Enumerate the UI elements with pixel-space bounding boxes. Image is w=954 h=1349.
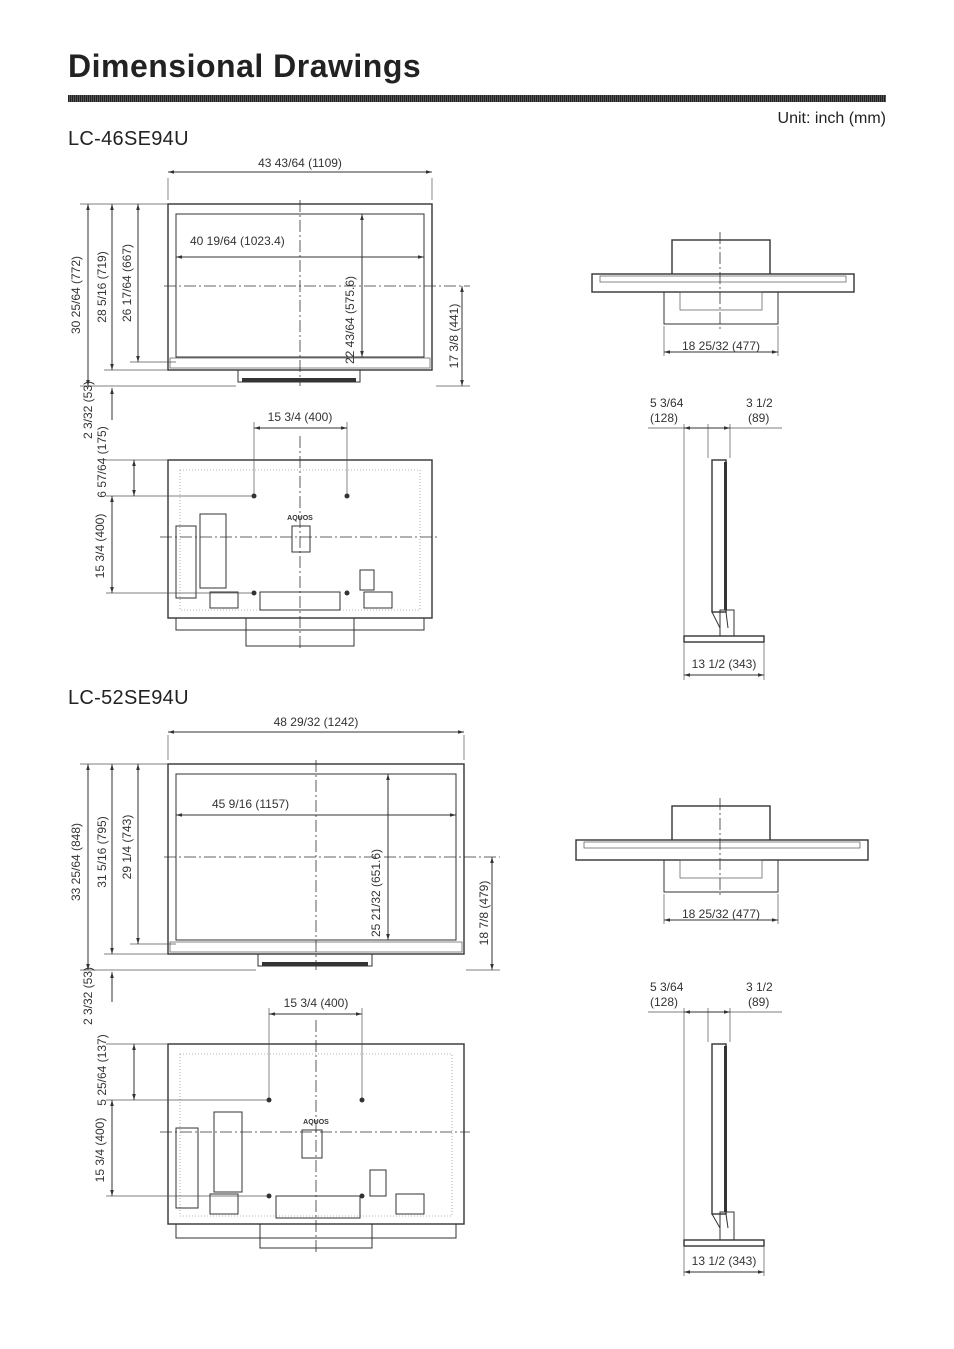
dim-vesa-top: 5 25/64 (137) [95,1034,109,1105]
dim-depth-front-b: (128) [650,995,678,1009]
front-view-52: 48 29/32 (1242) 45 9/16 (1157) 33 25/64 … [69,715,500,1025]
model-46-drawings: 43 43/64 (1109) 40 19/64 (1023.4) 30 25/… [69,156,855,680]
rear-view-46: AQUOS 15 3/4 (400) 6 57/64 (175) 15 3/4 … [93,410,440,650]
top-view-46: 18 25/32 (477) [591,232,855,356]
dim-overall-width: 43 43/64 (1109) [258,156,342,170]
dim-depth-panel-b: (89) [748,995,769,1009]
unit-label: Unit: inch (mm) [777,110,886,127]
page-title: Dimensional Drawings [68,48,422,84]
dim-top-base-width: 18 25/32 (477) [682,339,760,353]
dim-center-height: 17 3/8 (441) [447,304,461,369]
dim-screen-height: 22 43/64 (575.6) [343,276,357,364]
dim-stand-gap: 2 3/32 (53) [81,381,95,439]
dim-depth-panel-b: (89) [748,411,769,425]
dim-depth-front-b: (128) [650,411,678,425]
dim-stand-depth: 13 1/2 (343) [692,657,757,671]
model-name-52: LC-52SE94U [68,687,189,709]
dim-overall-height: 30 25/64 (772) [69,256,83,334]
dim-stand-depth: 13 1/2 (343) [692,1254,757,1268]
side-view-46: 5 3/64 (128) 3 1/2 (89) 13 1/2 (343) [648,396,782,680]
dim-top-base-width: 18 25/32 (477) [682,907,760,921]
dim-height-no-stand: 28 5/16 (719) [95,251,109,322]
dim-overall-height: 33 25/64 (848) [69,823,83,901]
dim-vesa-height: 15 3/4 (400) [93,514,107,579]
title-rule [68,95,886,102]
dim-stand-gap: 2 3/32 (53) [81,967,95,1025]
dim-depth-front-a: 5 3/64 [650,396,684,410]
dim-cabinet-height: 29 1/4 (743) [120,815,134,880]
dim-vesa-width: 15 3/4 (400) [268,410,333,424]
dim-vesa-top: 6 57/64 (175) [95,426,109,497]
front-view-46: 43 43/64 (1109) 40 19/64 (1023.4) 30 25/… [69,156,470,439]
dim-screen-width: 45 9/16 (1157) [212,797,289,811]
dim-overall-width: 48 29/32 (1242) [274,715,359,729]
dim-vesa-width: 15 3/4 (400) [284,996,349,1010]
dim-cabinet-height: 26 17/64 (667) [120,244,134,322]
dim-screen-width: 40 19/64 (1023.4) [190,234,285,248]
dim-height-no-stand: 31 5/16 (795) [95,816,109,887]
dim-depth-panel-a: 3 1/2 [746,396,773,410]
dim-vesa-height: 15 3/4 (400) [93,1118,107,1183]
dim-depth-front-a: 5 3/64 [650,980,684,994]
top-view-52: 18 25/32 (477) [575,798,869,924]
dim-center-height: 18 7/8 (479) [477,881,491,946]
side-view-52: 5 3/64 (128) 3 1/2 (89) 13 1/2 (343) [648,980,782,1276]
model-52-drawings: 48 29/32 (1242) 45 9/16 (1157) 33 25/64 … [69,715,869,1276]
dim-depth-panel-a: 3 1/2 [746,980,773,994]
model-name-46: LC-46SE94U [68,128,189,150]
dim-screen-height: 25 21/32 (651.6) [369,849,383,937]
rear-view-52: AQUOS 15 3/4 (400) 5 25/64 (137) 15 3/4 … [93,996,470,1252]
